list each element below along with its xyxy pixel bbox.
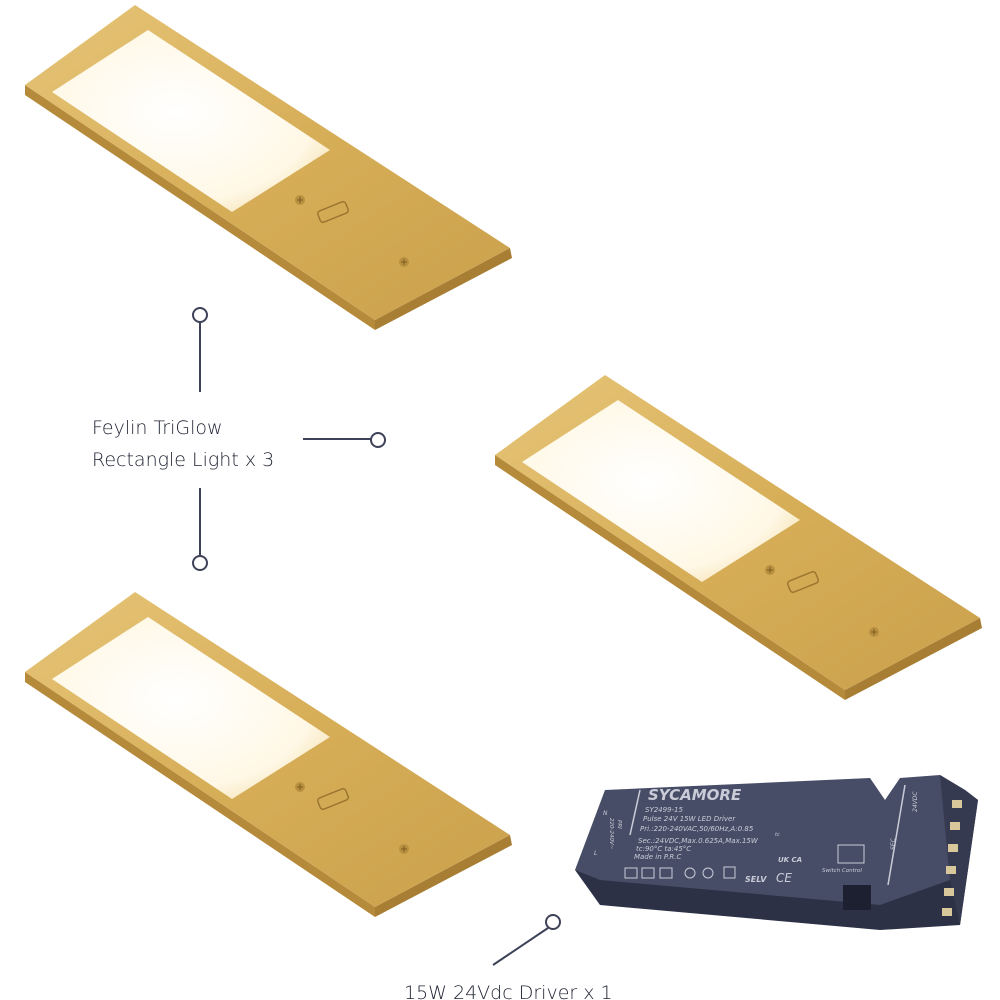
- sec-label: SEC: [890, 837, 897, 850]
- certification-icons: [624, 866, 736, 879]
- pri-label: PRI: [616, 820, 622, 829]
- driver-tc: tc: [775, 832, 780, 838]
- driver-model: SY2499-15: [645, 806, 684, 814]
- driver-secondary: Sec.:24VDC,Max.0.625A,Max.15W: [638, 837, 759, 845]
- light-panel-right: [494, 374, 983, 701]
- ukca-mark: UK CA: [778, 856, 802, 864]
- led-driver: SYCAMORE SY2499-15 Pulse 24V 15W LED Dri…: [575, 775, 978, 930]
- driver-primary: Pri.:220-240VAC,50/60Hz,A:0.85: [640, 825, 754, 833]
- driver-origin: Made in P.R.C: [634, 853, 681, 861]
- callout-dot: [192, 307, 208, 323]
- callout-dot: [545, 914, 561, 930]
- switch-control-label: Switch Control: [822, 868, 862, 874]
- driver-callout-label: 15W 24Vdc Driver x 1: [404, 982, 613, 1000]
- lights-callout-line1: Feylin TriGlow: [92, 417, 223, 439]
- light-panel-bottom: [24, 591, 513, 918]
- driver-temps: tc:90°C ta:45°C: [636, 845, 691, 853]
- callout-dot: [370, 432, 386, 448]
- l-label: L: [594, 850, 597, 857]
- selv-mark: SELV: [745, 875, 767, 884]
- lights-callout-label: Feylin TriGlow Rectangle Light x 3: [92, 412, 274, 476]
- n-label: N: [603, 810, 608, 817]
- ce-mark: CE: [776, 871, 792, 885]
- vdc-label: 24VDC: [912, 791, 919, 812]
- input-label: 220-240V~: [608, 818, 614, 850]
- lights-callout-line2: Rectangle Light x 3: [92, 449, 275, 471]
- switch-control-port: [843, 885, 871, 910]
- driver-name: Pulse 24V 15W LED Driver: [643, 815, 736, 823]
- switch-control-icon: [837, 844, 865, 864]
- callout-dot: [192, 555, 208, 571]
- driver-brand: SYCAMORE: [648, 786, 742, 804]
- callout-lines: [192, 307, 561, 966]
- light-panel-top: [24, 4, 513, 331]
